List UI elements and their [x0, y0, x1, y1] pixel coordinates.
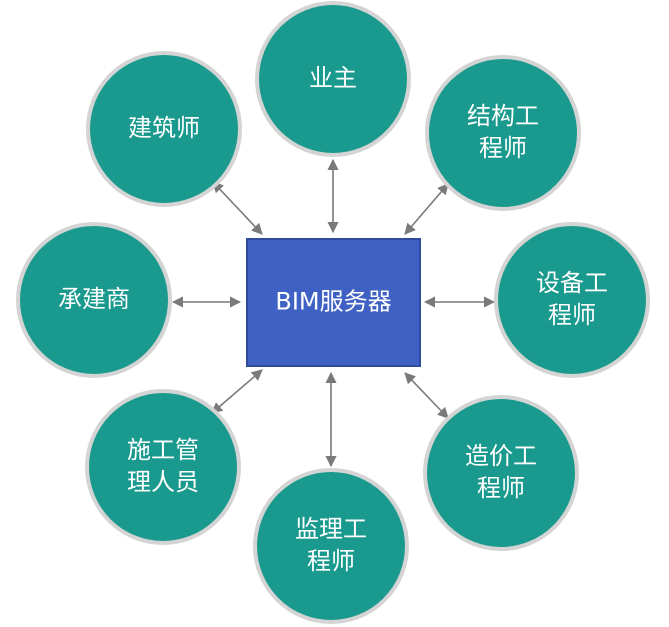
node-label-construction-manager-1: 理人员 [127, 468, 199, 496]
bim-server-label: BIM服务器 [275, 288, 391, 316]
node-architect: 建筑师 [86, 51, 242, 207]
node-label-owner-0: 业主 [309, 64, 357, 92]
bim-server-box [246, 238, 421, 367]
node-circle-construction-manager [85, 389, 241, 545]
connector-cost-engineer [404, 372, 449, 419]
connectors [171, 158, 496, 468]
bim-server-node: BIM服务器 [246, 238, 421, 367]
node-circle-contractor [16, 222, 172, 378]
node-label-contractor-0: 承建商 [58, 285, 130, 313]
node-circle-architect [86, 51, 242, 207]
node-label-equipment-engineer-0: 设备工 [536, 269, 608, 297]
node-circle-owner [255, 1, 411, 157]
node-label-cost-engineer-1: 程师 [477, 474, 525, 502]
node-label-construction-manager-0: 施工管 [127, 436, 199, 464]
node-circle-equipment-engineer [494, 222, 650, 378]
node-circle-structural-engineer [425, 55, 581, 211]
node-label-cost-engineer-0: 造价工 [465, 442, 537, 470]
node-circle-cost-engineer [423, 395, 579, 551]
connector-structural-engineer [404, 183, 449, 235]
node-label-equipment-engineer-1: 程师 [548, 301, 596, 329]
node-owner: 业主 [255, 1, 411, 157]
node-label-supervision-engineer-1: 程师 [307, 547, 355, 575]
node-label-architect-0: 建筑师 [128, 114, 200, 142]
connector-architect [212, 181, 263, 235]
node-label-structural-engineer-1: 程师 [479, 134, 527, 162]
node-label-structural-engineer-0: 结构工 [467, 102, 539, 130]
node-circle-supervision-engineer [253, 468, 409, 624]
node-contractor: 承建商 [16, 222, 172, 378]
node-label-supervision-engineer-0: 监理工 [295, 515, 367, 543]
connector-construction-manager [211, 369, 263, 414]
